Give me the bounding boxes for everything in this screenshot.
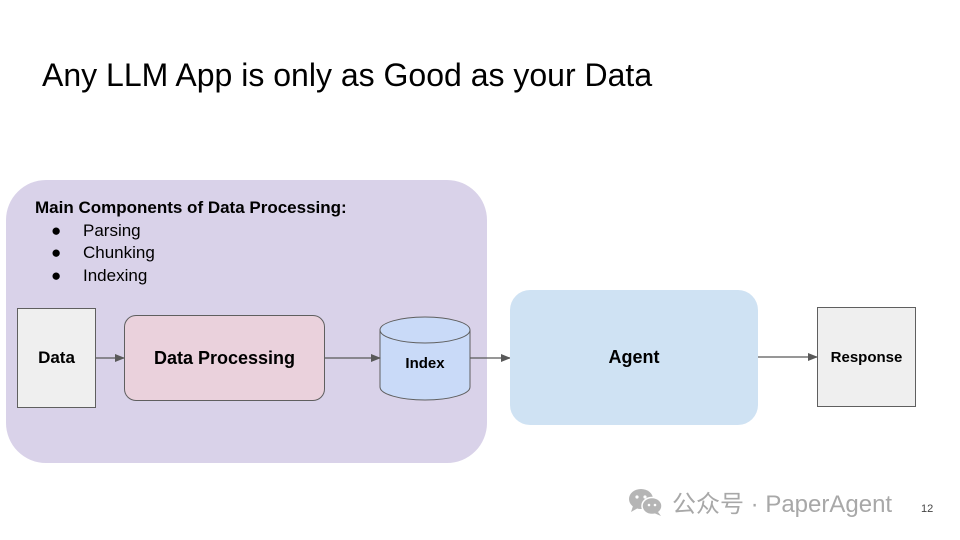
response-node: Response [817, 307, 916, 407]
list-item: ● Parsing [35, 220, 347, 243]
data-processing-node: Data Processing [124, 315, 325, 401]
list-item: ● Indexing [35, 265, 347, 288]
data-node-label: Data [38, 348, 75, 367]
index-node-label: Index [405, 355, 445, 372]
wechat-icon [629, 488, 663, 516]
list-item-label: Chunking [83, 243, 155, 262]
components-heading: Main Components of Data Processing: [35, 198, 347, 217]
list-item-label: Parsing [83, 220, 141, 240]
list-item: ● Chunking [35, 242, 347, 265]
bullet-icon: ● [51, 220, 62, 240]
watermark-text: 公众号 · PaperAgent [672, 491, 893, 518]
slide-title: Any LLM App is only as Good as your Data [42, 57, 653, 93]
agent-node: Agent [510, 290, 758, 425]
bullet-icon: ● [51, 243, 62, 262]
bullet-icon: ● [51, 265, 62, 285]
response-node-label: Response [830, 348, 903, 366]
page-number: 12 [921, 503, 934, 515]
data-node: Data [17, 308, 96, 408]
components-list: Main Components of Data Processing: ● Par… [35, 197, 347, 287]
list-item-label: Indexing [83, 265, 148, 285]
agent-node-label: Agent [608, 347, 660, 367]
data-processing-node-label: Data Processing [153, 347, 296, 368]
index-cylinder [379, 316, 471, 401]
watermark: 公众号 · PaperAgent [628, 484, 892, 519]
